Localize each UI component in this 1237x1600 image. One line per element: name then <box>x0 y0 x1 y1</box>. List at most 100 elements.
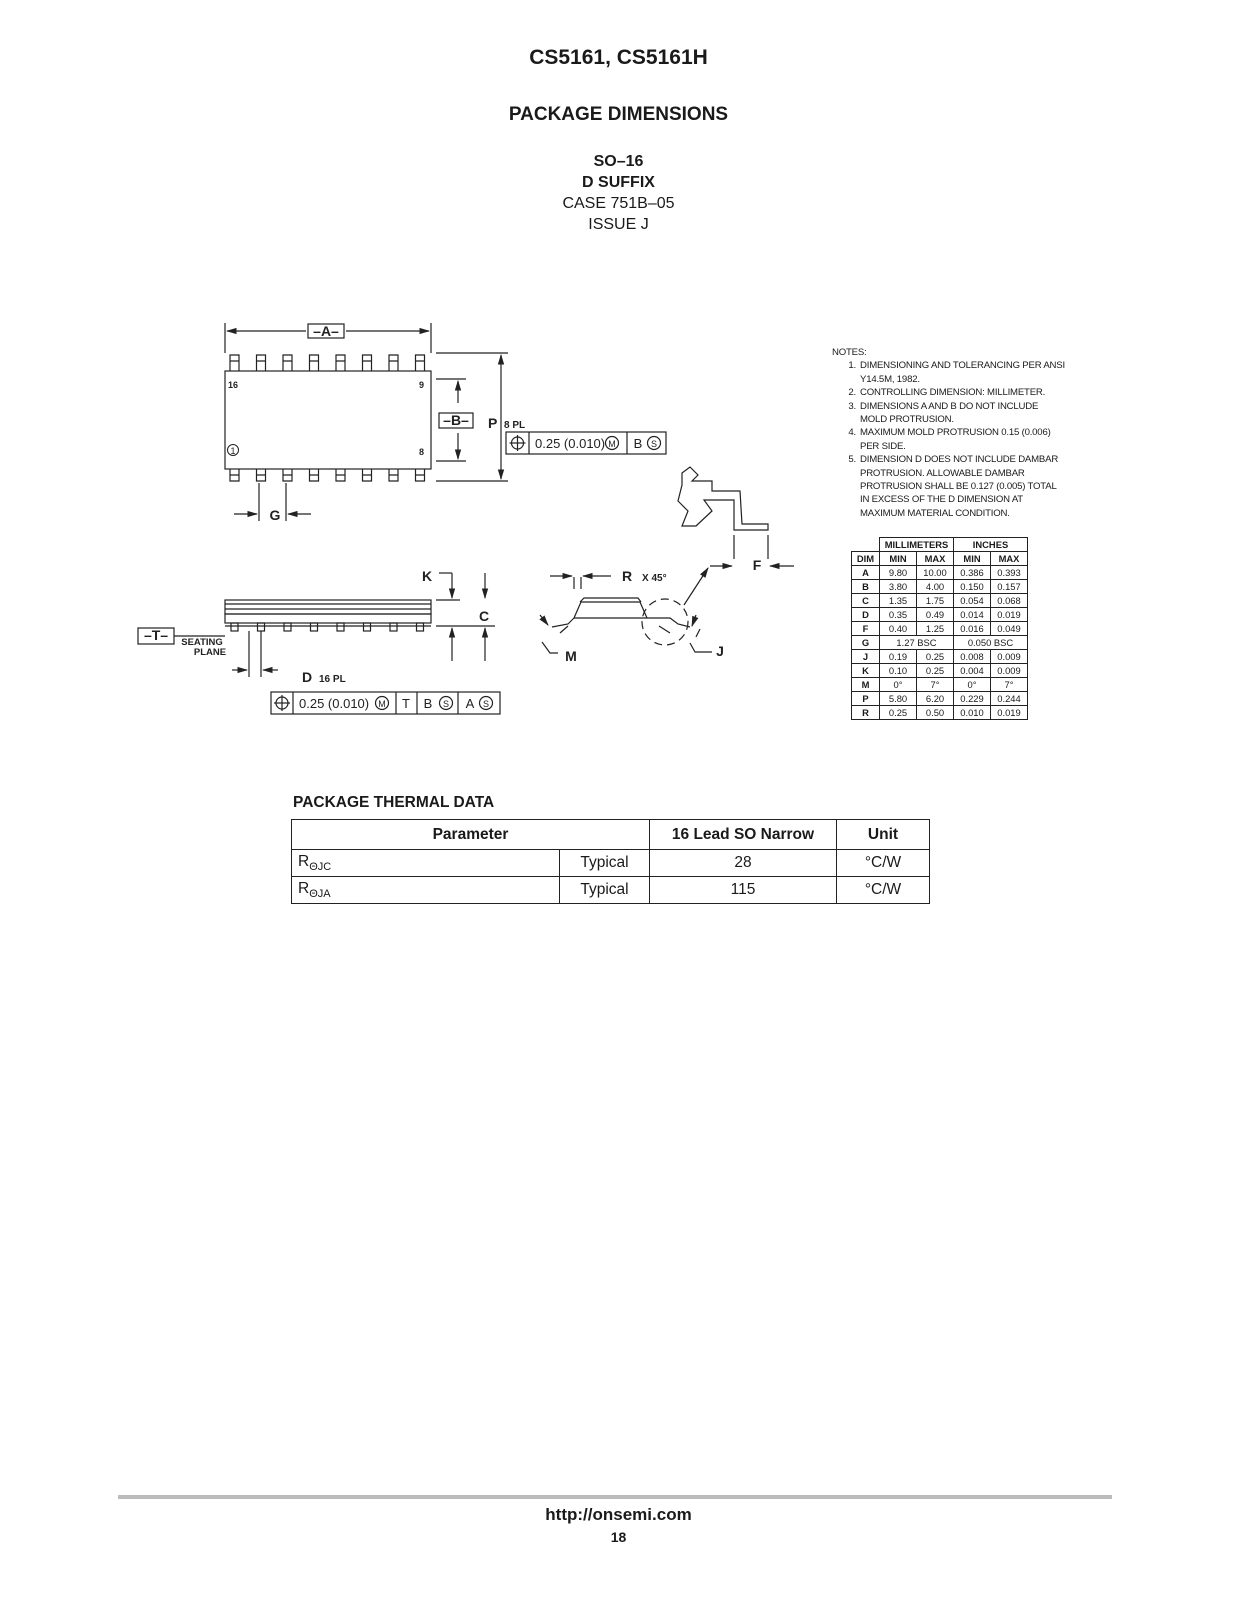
label-j: J <box>716 643 724 659</box>
dim-cell: 0.35 <box>879 607 917 622</box>
side-pin <box>230 622 239 632</box>
bottom-pin <box>335 469 346 482</box>
dim-cell: 0.229 <box>953 691 991 706</box>
top-pin <box>335 354 346 371</box>
group-millimeters: MILLIMETERS <box>879 537 954 552</box>
dim-cell: 0.10 <box>879 663 917 678</box>
dim-cell: 0.25 <box>916 663 954 678</box>
dim-cell: 7° <box>916 677 954 692</box>
note-line: PROTRUSION. ALLOWABLE DAMBAR <box>832 467 1092 480</box>
note-line: Y14.5M, 1982. <box>832 373 1092 386</box>
thermal-symbol: RΘJC <box>291 849 560 877</box>
dim-cell: 0.386 <box>953 565 991 580</box>
thermal-type: Typical <box>559 876 650 904</box>
header-in-min: MIN <box>953 551 991 566</box>
note-line: MAXIMUM MATERIAL CONDITION. <box>832 507 1092 520</box>
header-dim: DIM <box>851 551 880 566</box>
label-r-note: X 45° <box>642 573 667 584</box>
bottom-pin <box>308 469 320 482</box>
note-text: MAXIMUM MATERIAL CONDITION. <box>860 507 1010 519</box>
label-p: P <box>488 415 497 431</box>
dim-cell: 0.49 <box>916 607 954 622</box>
dim-cell: 0.40 <box>879 621 917 636</box>
side-pin <box>309 622 319 632</box>
section-title: PACKAGE DIMENSIONS <box>508 104 729 125</box>
label-a: –A– <box>313 323 339 339</box>
side-pin <box>283 622 292 632</box>
top-pin <box>361 354 373 371</box>
note-text: CONTROLLING DIMENSION: MILLIMETER. <box>860 387 1046 399</box>
thermal-unit: °C/W <box>836 849 930 877</box>
note-number <box>832 413 860 426</box>
note-line: PER SIDE. <box>832 440 1092 453</box>
fcf-bottom-datum-a-modifier: S <box>483 699 489 709</box>
note-number: 2. <box>848 387 856 399</box>
package-name: SO–16 <box>593 153 644 170</box>
top-pin <box>229 354 240 371</box>
thermal-title: PACKAGE THERMAL DATA <box>293 794 495 811</box>
bottom-pin <box>282 469 293 482</box>
dim-cell: D <box>851 607 880 622</box>
dim-cell: F <box>851 621 880 636</box>
note-number: 5. <box>848 454 856 466</box>
notes-block: NOTES: 1.DIMENSIONING AND TOLERANCING PE… <box>832 346 1092 520</box>
header-mm-max: MAX <box>916 551 954 566</box>
dim-cell: 6.20 <box>916 691 954 706</box>
dim-cell: 0.019 <box>990 607 1028 622</box>
label-p-note: 8 PL <box>504 420 525 431</box>
header-mm-min: MIN <box>879 551 917 566</box>
dim-cell: 0° <box>879 677 917 692</box>
top-pin <box>388 354 399 371</box>
dim-cell: 0.008 <box>953 649 991 664</box>
dim-cell: 0.19 <box>879 649 917 664</box>
document-title: CS5161, CS5161H <box>529 46 708 69</box>
note-text: MAXIMUM MOLD PROTRUSION 0.15 (0.006) <box>860 427 1051 439</box>
side-pin <box>415 622 425 632</box>
pin16-label: 16 <box>228 380 238 390</box>
note-text: Y14.5M, 1982. <box>860 373 920 385</box>
note-number: 4. <box>848 427 856 439</box>
fcf-top-datum: B <box>634 436 643 451</box>
top-pin <box>282 354 293 371</box>
dim-cell: 0.009 <box>990 663 1028 678</box>
note-line: 3.DIMENSIONS A AND B DO NOT INCLUDE <box>832 400 1092 413</box>
thermal-header-parameter: Parameter <box>291 819 650 850</box>
fcf-bottom-datum-b-modifier: S <box>443 699 449 709</box>
footer-url[interactable]: http://onsemi.com <box>545 1505 692 1524</box>
note-number <box>832 440 860 453</box>
dim-cell: 1.27 BSC <box>879 635 954 650</box>
package-case: CASE 751B–05 <box>562 195 675 212</box>
bottom-pin <box>388 469 399 482</box>
dim-cell: 0.25 <box>879 705 917 720</box>
dimension-table: MILLIMETERS INCHES DIM MIN MAX MIN MAX A… <box>851 537 1028 720</box>
dim-cell: 9.80 <box>879 565 917 580</box>
fcf-bottom-tolerance: 0.25 (0.010) <box>299 696 369 711</box>
thermal-symbol-main: R <box>298 853 310 870</box>
plane-label: PLANE <box>194 647 226 658</box>
thermal-symbol-sub: ΘJA <box>309 888 331 900</box>
package-outline-drawing: –A– –B– –T– P 8 PL G K C D 16 PL R X 45°… <box>137 323 794 715</box>
top-pin <box>308 354 320 371</box>
label-k: K <box>422 568 432 584</box>
thermal-header-unit: Unit <box>836 819 930 850</box>
note-line: 5.DIMENSION D DOES NOT INCLUDE DAMBAR <box>832 453 1092 466</box>
note-line: 2. CONTROLLING DIMENSION: MILLIMETER. <box>832 386 1092 399</box>
note-number <box>832 493 860 506</box>
bottom-pin <box>255 469 267 482</box>
dim-cell: 1.35 <box>879 593 917 608</box>
pin9-label: 9 <box>419 380 424 390</box>
dim-cell: 5.80 <box>879 691 917 706</box>
label-r: R <box>622 568 632 584</box>
group-inches: INCHES <box>953 537 1028 552</box>
note-number: 1. <box>848 360 856 372</box>
